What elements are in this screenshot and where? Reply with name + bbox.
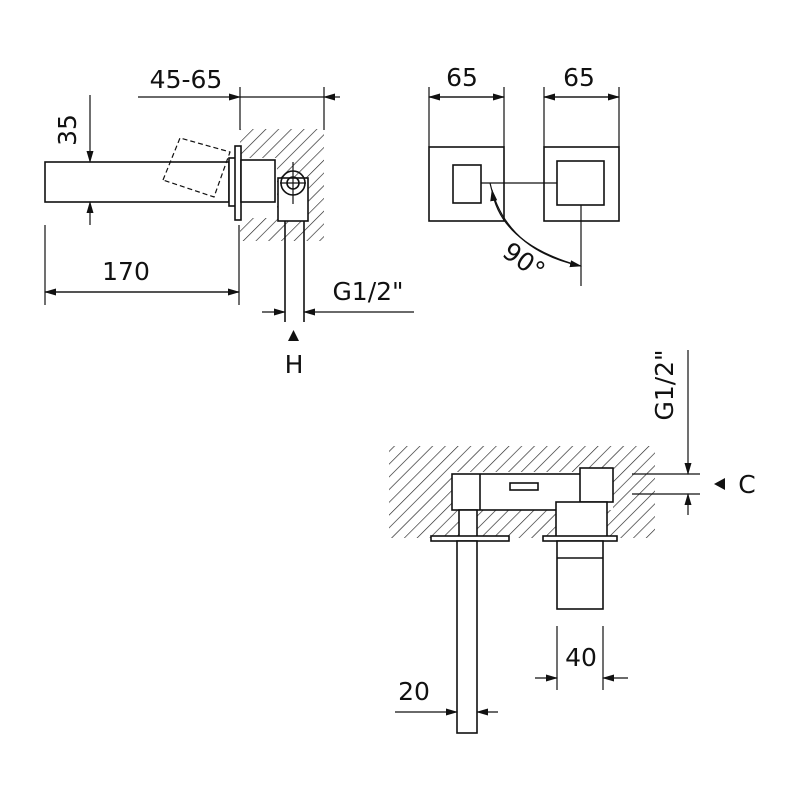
h-marker-label: H bbox=[285, 350, 304, 379]
dim-thread-label: G1/2" bbox=[332, 277, 403, 306]
top-view: 90° 65 65 bbox=[428, 63, 620, 286]
dim-length-label: 170 bbox=[102, 257, 150, 286]
left-plate bbox=[428, 146, 505, 222]
dim-left-plate-label: 65 bbox=[446, 63, 478, 92]
spout-tube bbox=[456, 540, 478, 734]
c-marker-label: C bbox=[738, 470, 755, 499]
spout-body bbox=[44, 161, 230, 203]
c-marker-triangle bbox=[714, 478, 725, 490]
angle-label: 90° bbox=[497, 236, 550, 285]
dim-body-label: 40 bbox=[565, 643, 597, 672]
h-marker-triangle bbox=[288, 330, 299, 341]
handle-body bbox=[556, 540, 604, 610]
dim-depth-label: 45-65 bbox=[150, 65, 223, 94]
dim-thread-front-label: G1/2" bbox=[650, 349, 679, 420]
dim-right-plate-label: 65 bbox=[563, 63, 595, 92]
dim-height-label: 35 bbox=[53, 114, 82, 146]
handle-rotated-outline bbox=[162, 137, 231, 198]
side-view: 35 45-65 170 G1/2" H bbox=[44, 65, 414, 379]
front-view: G1/2" C 40 20 bbox=[389, 349, 756, 734]
dim-spout-label: 20 bbox=[398, 677, 430, 706]
